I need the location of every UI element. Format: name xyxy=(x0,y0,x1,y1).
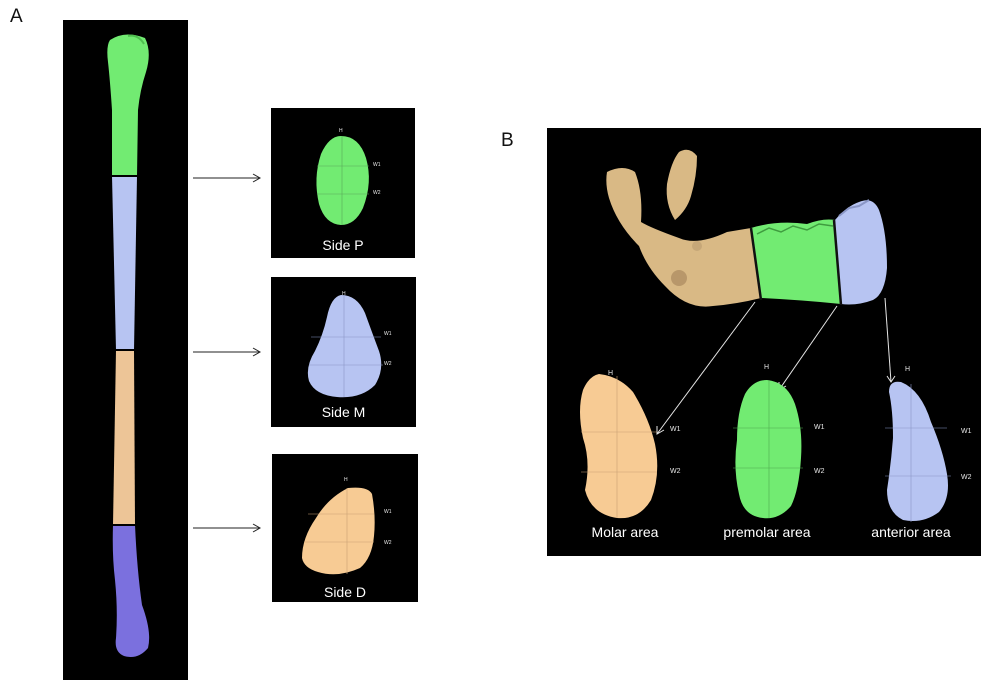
label-w1-anterior: W1 xyxy=(961,428,972,435)
caption-side-p: Side P xyxy=(271,237,415,253)
label-w1-molar: W1 xyxy=(670,426,681,433)
mandible-model xyxy=(547,128,981,556)
label-h-p: H xyxy=(339,128,343,134)
label-h-molar: H xyxy=(608,370,613,377)
cross-section-anterior xyxy=(887,382,948,521)
label-w2-p: W2 xyxy=(373,190,381,196)
cross-section-premolar xyxy=(735,380,801,518)
caption-side-m: Side M xyxy=(271,404,416,420)
label-h-premolar: H xyxy=(764,364,769,371)
label-w1-p: W1 xyxy=(373,162,381,168)
bone-segment-lower xyxy=(113,350,135,525)
label-w2-d: W2 xyxy=(384,540,392,546)
arrow-to-premolar-area xyxy=(779,306,837,390)
panel-b-label: B xyxy=(501,130,514,152)
label-w1-m: W1 xyxy=(384,331,392,337)
bone-segment-distal xyxy=(113,525,149,657)
label-w1-premolar: W1 xyxy=(814,424,825,431)
arrow-to-anterior-area xyxy=(885,298,891,382)
mandible-anterior-region xyxy=(835,200,887,304)
label-h-anterior: H xyxy=(905,366,910,373)
label-w2-molar: W2 xyxy=(670,468,681,475)
label-w2-premolar: W2 xyxy=(814,468,825,475)
label-w1-d: W1 xyxy=(384,509,392,515)
caption-molar-area: Molar area xyxy=(570,524,680,540)
bone-segment-proximal xyxy=(107,34,148,176)
label-w2-anterior: W2 xyxy=(961,474,972,481)
cross-section-p xyxy=(271,108,415,258)
label-h-m: H xyxy=(342,291,346,297)
mandible-premolar-region xyxy=(751,220,841,305)
caption-anterior-area: anterior area xyxy=(858,524,964,540)
cross-section-molar xyxy=(580,374,657,518)
label-h-d: H xyxy=(344,477,348,483)
caption-premolar-area: premolar area xyxy=(712,524,822,540)
label-w2-m: W2 xyxy=(384,361,392,367)
bone-segment-middle xyxy=(112,176,137,350)
caption-side-d: Side D xyxy=(272,584,418,600)
